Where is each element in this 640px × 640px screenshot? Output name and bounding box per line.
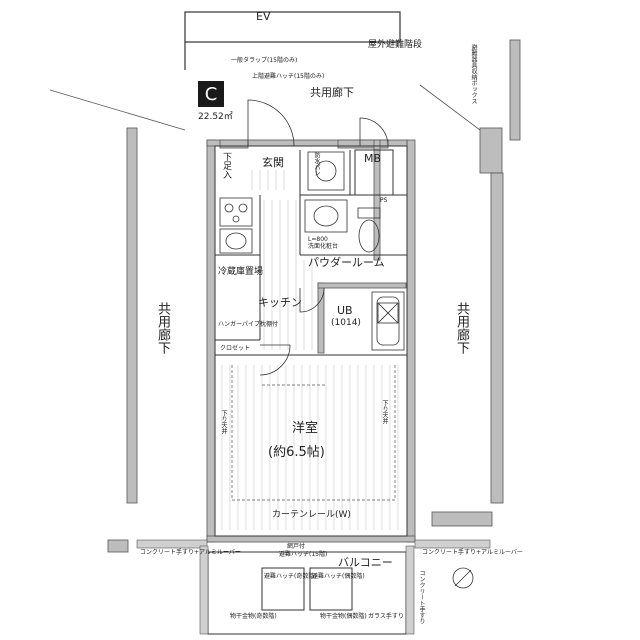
concrete-rail-side: コンクリート手すり: [418, 570, 425, 624]
ps-label: PS: [380, 197, 388, 204]
walls: [126, 39, 521, 543]
drop-ceiling-right: 下り天井: [381, 400, 388, 424]
kitchen-label: キッチン: [258, 296, 302, 309]
door-swing-icon: [247, 99, 389, 376]
escape-hatch-even-label: 避難ハッチ(偶数階): [312, 573, 365, 580]
elevator-shaft: [184, 11, 401, 70]
sink-icon: [219, 228, 253, 254]
dryer-odd-label: 物干金物(奇数階): [230, 613, 277, 620]
unit-area: 22.52㎡: [198, 112, 233, 122]
washing-machine-icon: [307, 151, 345, 191]
room-label: 洋室: [292, 421, 319, 436]
fridge-label: 冷蔵庫置場: [218, 267, 264, 277]
washbasin-icon: [304, 199, 348, 233]
drop-ceiling-left: 下り天井: [220, 410, 227, 434]
right-note: 避難器具収納ボックス: [470, 44, 477, 104]
wash-stand-label: 洗面化粧台: [308, 243, 339, 250]
closet-label: クロゼット: [220, 345, 251, 352]
glass-rail-label: ガラス手すり: [368, 613, 404, 620]
shoe-box-label: 下足入: [221, 152, 231, 179]
corridor-top-label: 共用廊下: [310, 86, 354, 99]
elevator-label: EV: [256, 10, 271, 23]
corridor-left-label: 共用廊下: [155, 302, 170, 354]
mb-label: MB: [364, 152, 382, 165]
escape-hatch-15-label: 避難ハッチ(15階): [279, 551, 328, 558]
escape-hatch-odd-label: 避難ハッチ(奇数階): [264, 573, 317, 580]
toilet-icon: [357, 207, 381, 253]
unit-badge: C: [198, 81, 224, 107]
powder-room-label: パウダールーム: [308, 256, 385, 269]
outdoor-stairs-label: 屋外避難階段: [368, 40, 423, 50]
compass-icon: [452, 567, 474, 589]
hanger-label: ハンガーパイプ枕棚付: [218, 321, 278, 328]
wash-stand-size: L=800: [308, 236, 328, 243]
bathtub-icon: [371, 291, 405, 351]
curtain-rail-label: カーテンレール(W): [272, 510, 351, 520]
balcony-rail: [136, 539, 491, 635]
genkan-label: 玄関: [262, 156, 284, 169]
corridor-structure: [49, 84, 493, 553]
shoe-note: 一般タラップ(15階のみ): [231, 57, 298, 64]
stove-icon: [219, 197, 253, 227]
top-note: 上階避難ハッチ(15階のみ): [252, 73, 325, 80]
interior-walls: [214, 145, 408, 537]
concrete-rail-right: コンクリート手すり+アルミルーバー: [422, 549, 523, 556]
balcony-label: バルコニー: [338, 556, 393, 569]
concrete-rail-left: コンクリート手すり+アルミルーバー: [140, 549, 241, 556]
dryer-even-label: 物干金物(偶数階): [320, 613, 367, 620]
screen-door-label: 網戸付: [287, 543, 306, 550]
floor-hatching: [221, 170, 399, 530]
drop-ceiling-lines: [231, 365, 396, 501]
ub-size-label: (1014): [331, 318, 361, 328]
fire-protection-label: 防水パン: [313, 152, 320, 176]
room-size-label: (約6.5帖): [268, 445, 325, 460]
corridor-right-label: 共用廊下: [454, 302, 469, 354]
ub-label: UB: [337, 304, 353, 317]
